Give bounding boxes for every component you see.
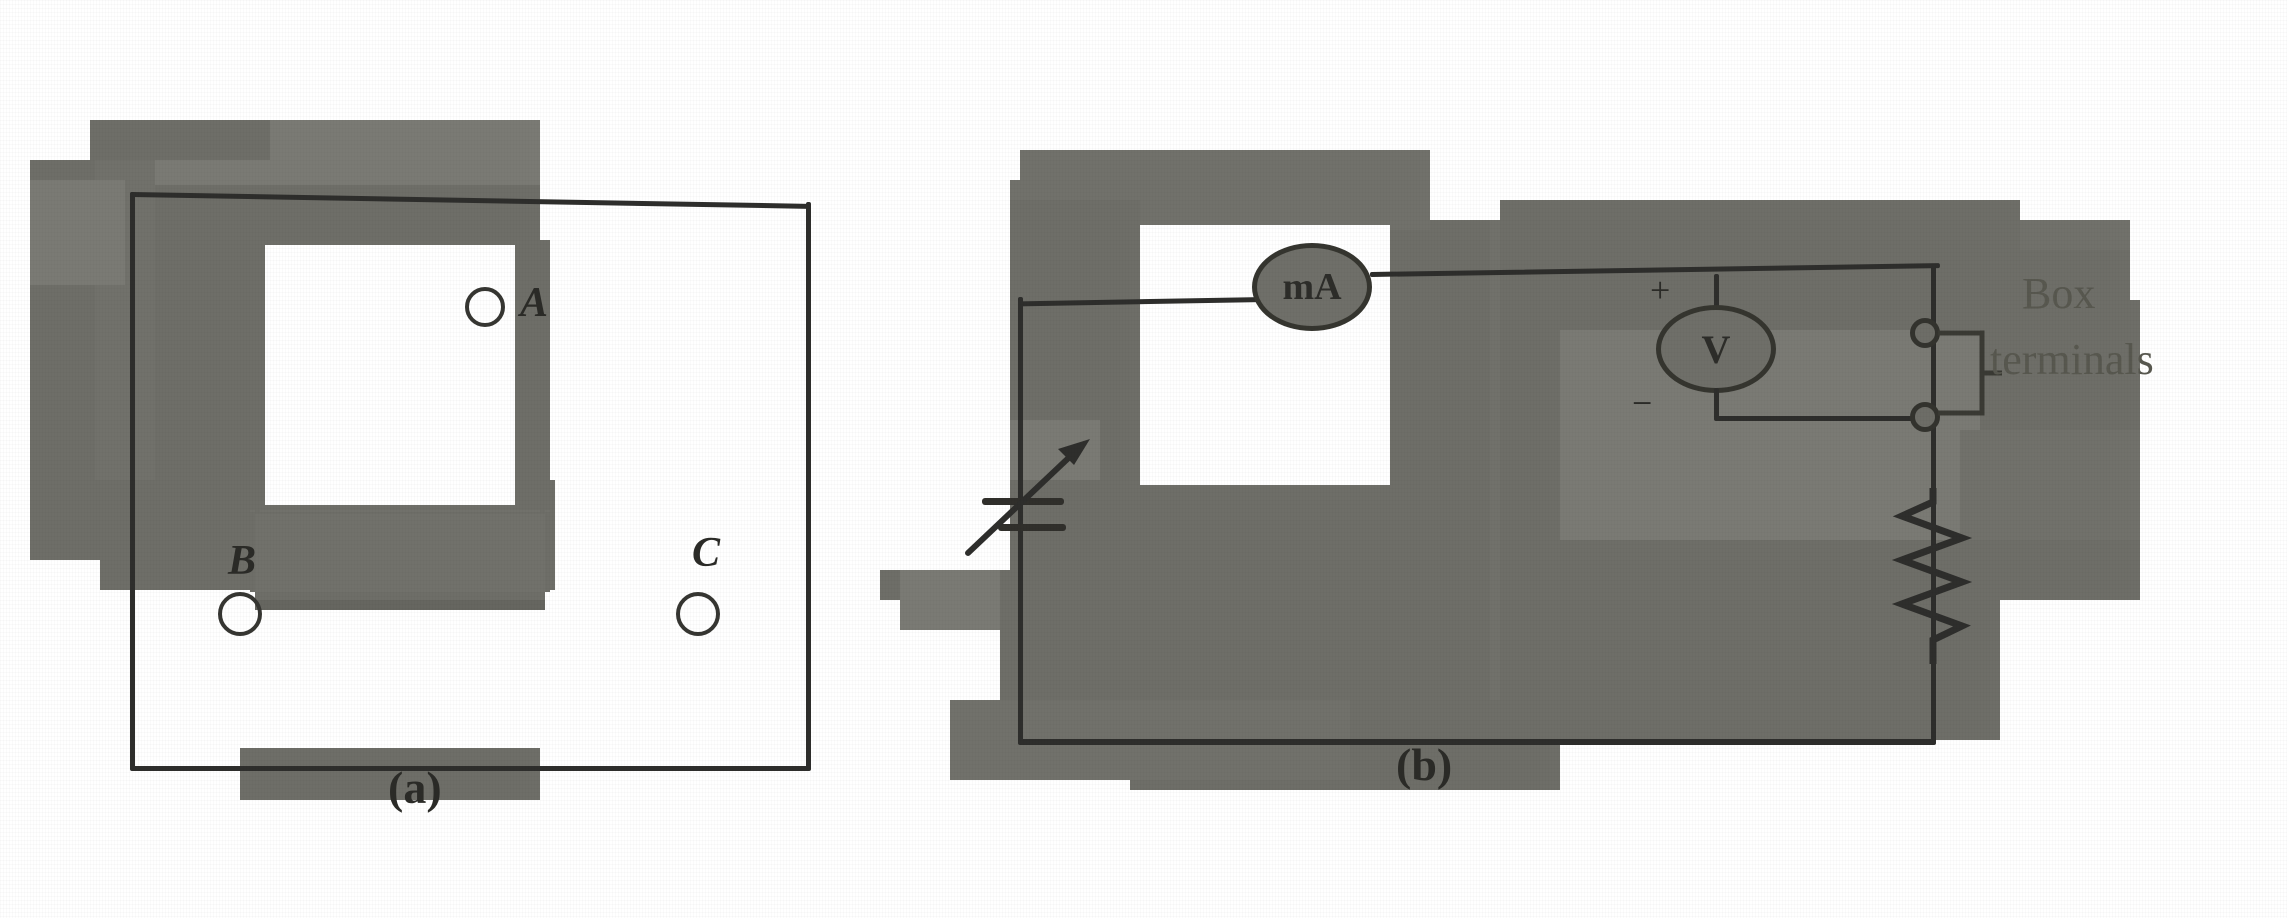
panel-a-bottom-rail — [130, 766, 811, 771]
box-terminals-label-line1: Box — [2022, 269, 2096, 318]
component-c-label: C — [692, 530, 721, 576]
variable-source-plate-bottom — [998, 524, 1066, 531]
paper-highlight — [620, 0, 1020, 180]
panel-a-left-rail — [130, 192, 135, 770]
variable-source-arrow-icon — [962, 435, 1102, 560]
plus-sign-label: + — [1650, 270, 1671, 310]
voltmeter-return-rail — [1714, 416, 1932, 421]
resistor-zigzag-icon — [1884, 488, 1980, 664]
ammeter-label: A — [520, 280, 549, 326]
box-terminal-upper-dot[interactable] — [1910, 318, 1940, 348]
voltmeter-label: V — [1701, 326, 1731, 372]
paper-highlight — [0, 0, 2287, 120]
voltmeter-top-stub — [1714, 274, 1719, 310]
ammeter-circle-icon — [465, 287, 505, 327]
voltmeter-icon: V — [1656, 305, 1776, 393]
paper-highlight — [2000, 600, 2287, 820]
milliammeter-label: mA — [1282, 266, 1342, 308]
milliammeter-icon: mA — [1252, 243, 1372, 331]
box-terminal-lower-dot[interactable] — [1910, 402, 1940, 432]
cell-b-label: B — [228, 538, 257, 584]
panel-a-caption: (a) — [388, 762, 442, 813]
cell-b-circle-icon — [218, 592, 262, 636]
minus-sign-label: − — [1632, 383, 1653, 423]
paper-patch — [240, 748, 540, 810]
paper-highlight — [265, 245, 515, 505]
panel-b-bottom-rail — [1018, 739, 1936, 745]
paper-patch — [30, 180, 125, 285]
panel-a-right-rail — [806, 202, 811, 770]
panel-b-caption: (b) — [1396, 739, 1453, 790]
box-terminals-bracket — [1936, 325, 2006, 421]
box-terminals-label-line2: terminals — [1990, 335, 2154, 384]
paper-patch — [255, 514, 545, 592]
voltmeter-bottom-stub — [1714, 388, 1719, 420]
component-c-circle-icon — [676, 592, 720, 636]
panel-b-left-rail — [1018, 297, 1023, 743]
